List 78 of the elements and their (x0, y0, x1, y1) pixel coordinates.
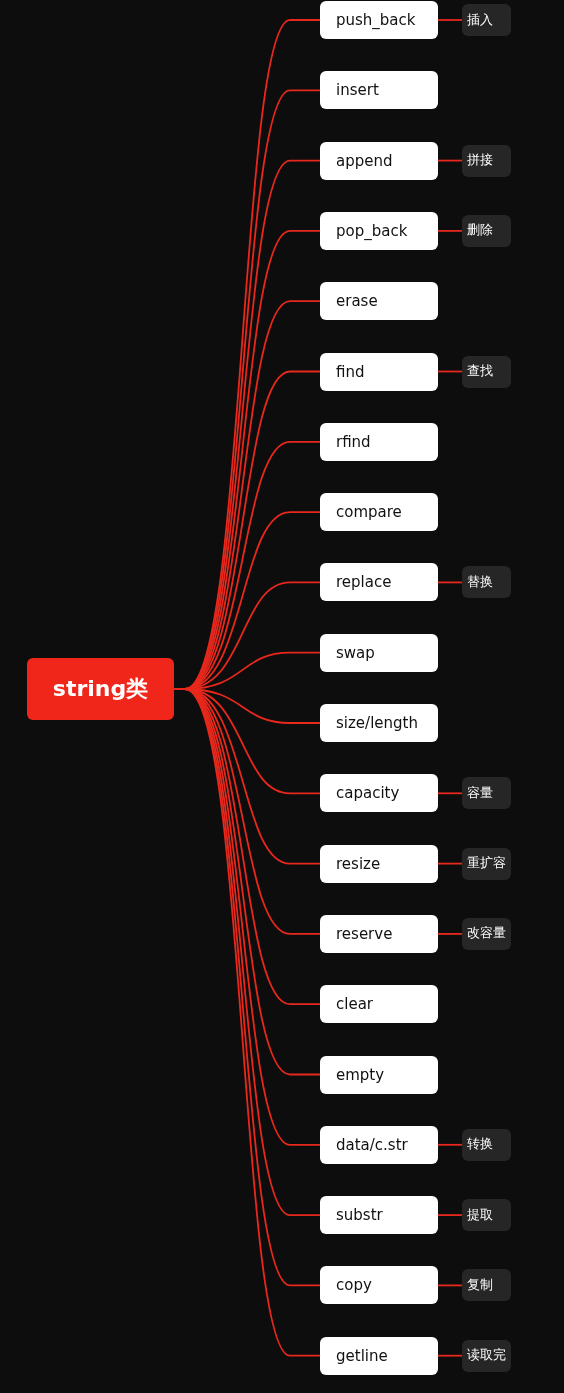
connector-line (437, 159, 463, 162)
method-box (320, 71, 438, 110)
method-box (320, 141, 438, 180)
method-box (320, 633, 438, 672)
annotation-text: 插入 (467, 11, 493, 29)
annotation-tag (462, 917, 511, 950)
method-box (320, 704, 438, 742)
method-box (320, 914, 438, 953)
node-label: insert (336, 81, 379, 100)
annotation-text: 拼接 (467, 152, 493, 170)
connector-line (437, 1354, 463, 1357)
method-box (320, 1, 438, 39)
annotation-tag (462, 777, 511, 810)
connector-line (437, 581, 463, 584)
annotation-tag (462, 214, 511, 247)
annotation-tag (462, 1128, 511, 1161)
central-topic (27, 658, 174, 720)
annotation-tag (462, 1199, 511, 1232)
node-label: copy (336, 1276, 372, 1295)
annotation-text: 查找 (467, 363, 493, 380)
node-label: clear (336, 995, 373, 1014)
annotation-tag (462, 4, 511, 36)
annotation-tag (462, 566, 511, 599)
method-box (320, 985, 438, 1024)
method-box (320, 1196, 438, 1235)
annotation-tag (462, 144, 511, 177)
method-box (320, 282, 438, 321)
annotation-text: 容量 (467, 784, 493, 802)
node-label: pop_back (336, 221, 408, 240)
connector-line (437, 370, 463, 373)
annotation-text: 读取完 (467, 1347, 506, 1365)
connector-line (437, 1284, 463, 1287)
method-box (320, 844, 438, 883)
annotation-text: 替换 (467, 573, 493, 591)
annotation-text: 提取 (467, 1206, 493, 1224)
connector-line (437, 230, 463, 232)
annotation-tag (462, 847, 511, 880)
node-label: resize (336, 854, 381, 873)
node-label: push_back (336, 11, 416, 29)
method-box (320, 1055, 438, 1094)
connector-line (437, 19, 463, 21)
node-label: swap (336, 643, 375, 662)
connector-line (437, 1214, 463, 1216)
annotation-text: 复制 (467, 1276, 493, 1294)
method-box (320, 1336, 438, 1375)
method-box (320, 493, 438, 532)
node-label: replace (336, 573, 392, 592)
node-label: string类 (52, 675, 149, 703)
node-label: capacity (336, 784, 400, 803)
annotation-tag (462, 1269, 511, 1302)
connector-line (437, 862, 463, 865)
method-box (320, 563, 438, 602)
node-label: find (336, 362, 365, 381)
node-label: reserve (336, 924, 393, 943)
method-box (320, 211, 438, 250)
connector-line (437, 1143, 463, 1146)
method-box (320, 1125, 438, 1164)
annotation-text: 删除 (467, 222, 493, 240)
annotation-text: 转换 (467, 1136, 493, 1154)
annotation-tag (462, 355, 511, 388)
annotation-tag (462, 1339, 511, 1372)
node-label: rfind (336, 432, 371, 451)
connector-line (437, 933, 463, 935)
node-label: size/length (336, 714, 418, 732)
method-box (320, 422, 438, 461)
connector-line (437, 792, 463, 795)
method-box (320, 774, 438, 813)
node-label: empty (336, 1065, 385, 1084)
method-box (320, 1266, 438, 1305)
node-label: compare (336, 503, 402, 522)
annotation-text: 重扩容 (467, 855, 506, 873)
node-label: substr (336, 1206, 383, 1225)
node-label: data/c.str (336, 1135, 408, 1154)
node-label: append (336, 151, 393, 170)
node-label: getline (336, 1346, 388, 1365)
node-label: erase (336, 292, 378, 311)
annotation-text: 改容量 (467, 925, 506, 943)
method-box (320, 352, 438, 391)
